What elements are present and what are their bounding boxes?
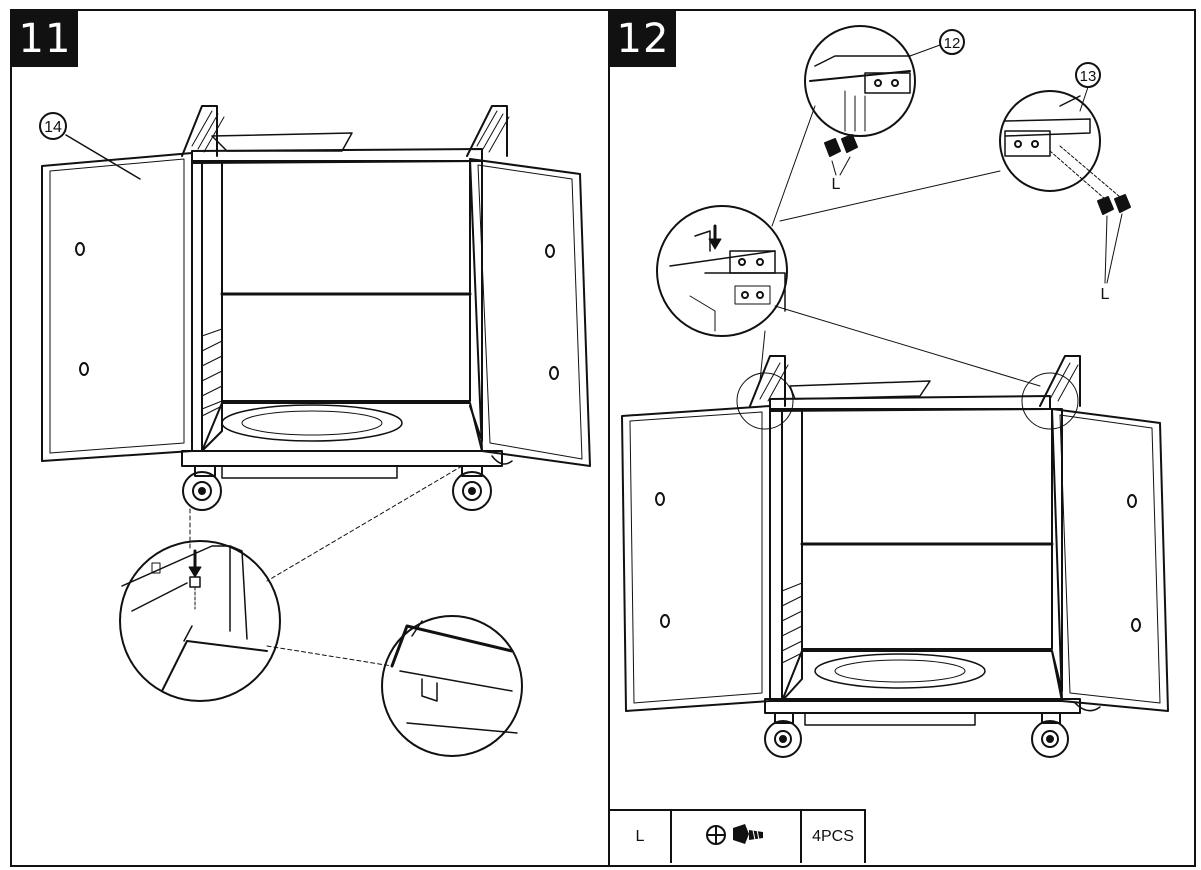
left-front-caster [764,712,802,758]
door-hole [545,244,555,258]
screw-icon [824,134,858,157]
part-quantity: 4PCS [800,809,866,863]
step-11-illustration: 14 [39,105,591,757]
phillips-screw-icon [706,823,763,845]
callout-13-label: 13 [1080,68,1097,85]
door-hole [660,614,670,628]
hatched-side-panel [781,582,803,664]
door-hole [75,242,85,256]
cabinet-floor [781,650,1063,702]
detail-latch-closeup [119,540,281,702]
callout-circle [39,112,67,140]
detail-bracket-insertion [656,205,788,337]
callout-leader [65,134,141,180]
step-number-badge: 11 [12,11,78,67]
screw-icon [1049,145,1131,215]
cabinet-left-frame [769,408,783,702]
callout-12-label: 12 [944,35,961,52]
cabinet-back-panel [801,408,1053,650]
step-12-illustration: 12 L 13 L [621,25,1169,758]
callout-circle [939,29,965,55]
cabinet-top-edge [211,132,353,152]
step-12-panel: 12 12 L 13 [608,9,1196,867]
cabinet-left-frame [191,160,203,452]
part-icon-cell [670,809,802,863]
callout-14-label: 14 [44,119,62,136]
highlight-circle [736,372,794,430]
door-hole [1131,618,1141,632]
base-rail [804,712,976,726]
cabinet-back-panel [221,160,471,402]
cabinet-top-edge [789,380,931,400]
parts-table: L 4PCS [610,809,866,863]
base-rail [221,465,398,479]
parts-table-row: L 4PCS [610,809,866,863]
cabinet-floor [201,402,483,452]
right-door [469,158,591,467]
screw-label-right: L [1101,286,1110,303]
cabinet-base [764,698,1081,714]
tank-ring [814,653,986,689]
hatched-side-panel [201,328,223,417]
right-hinge-post [466,105,508,157]
left-front-caster [182,465,222,511]
right-hinge-post [1039,355,1081,407]
detail-base-closeup [381,615,523,757]
detail-bracket-12 [804,25,916,137]
step-11-panel: 11 14 [10,9,610,867]
left-door [621,405,771,712]
detail-bracket-13 [999,90,1101,192]
step-number-badge: 12 [610,11,676,67]
door-hole [549,366,559,380]
left-hinge-post [181,105,218,157]
right-door [1051,408,1169,712]
right-front-caster [452,465,492,511]
cabinet-base [181,450,503,467]
left-door [41,152,193,462]
door-hole [79,362,89,376]
tank-ring [221,404,403,442]
screw-label-left: L [832,176,841,193]
highlight-circle [1021,372,1079,430]
part-code: L [610,809,672,863]
door-hole [1127,494,1137,508]
door-hole [655,492,665,506]
left-hinge-post [749,355,786,407]
right-front-caster [1031,712,1069,758]
